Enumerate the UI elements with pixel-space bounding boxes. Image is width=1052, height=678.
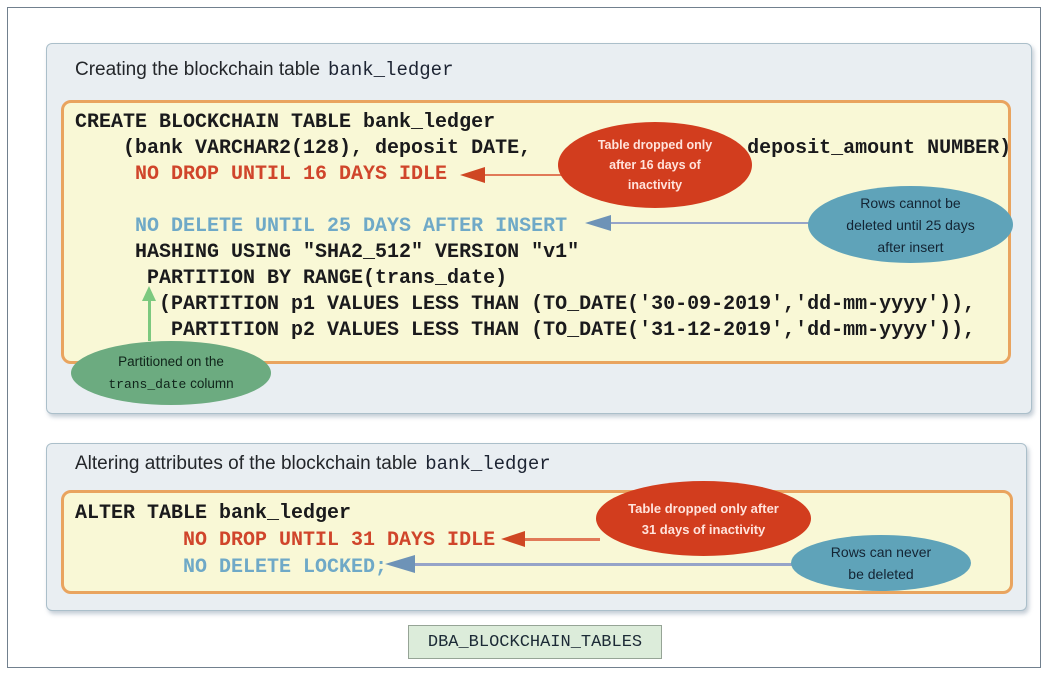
red-arrow-line xyxy=(482,174,562,177)
red-arrow-left-icon xyxy=(501,531,525,547)
callout-text: after insert xyxy=(877,236,943,258)
blue-arrow-left-icon xyxy=(585,215,611,231)
alter-title-text: Altering attributes of the blockchain ta… xyxy=(75,453,417,474)
code-line-no-drop: NO DROP UNTIL 31 DAYS IDLE xyxy=(75,527,495,554)
red-arrow-line xyxy=(522,538,600,541)
code-line: PARTITION BY RANGE(trans_date) xyxy=(75,266,1011,292)
callout-text: trans_date column xyxy=(108,373,233,396)
callout-text: be deleted xyxy=(848,563,913,585)
create-title-table-name: bank_ledger xyxy=(328,59,453,81)
callout-text: Rows cannot be xyxy=(860,192,960,214)
callout-text: column xyxy=(186,376,233,391)
callout-rows-never-deleted: Rows can never be deleted xyxy=(791,535,971,591)
create-panel-title: Creating the blockchain table bank_ledger xyxy=(75,59,453,81)
create-title-text: Creating the blockchain table xyxy=(75,59,320,80)
callout-no-delete-25-days: Rows cannot be deleted until 25 days aft… xyxy=(808,186,1013,263)
callout-partitioned-trans-date: Partitioned on the trans_date column xyxy=(71,341,271,405)
alter-panel-title: Altering attributes of the blockchain ta… xyxy=(75,453,551,475)
callout-no-drop-16-days: Table dropped only after 16 days of inac… xyxy=(558,122,752,208)
dba-blockchain-tables-view-box: DBA_BLOCKCHAIN_TABLES xyxy=(408,625,662,659)
blue-arrow-left-icon xyxy=(385,555,415,573)
callout-text: Table dropped only after xyxy=(628,498,779,519)
code-line: (bank VARCHAR2(128), deposit DATE, depos… xyxy=(75,136,1011,162)
view-name-text: DBA_BLOCKCHAIN_TABLES xyxy=(428,633,642,652)
green-arrow-line xyxy=(148,299,151,341)
alter-sql-code: ALTER TABLE bank_ledger NO DROP UNTIL 31… xyxy=(75,500,495,581)
code-line: PARTITION p2 VALUES LESS THAN (TO_DATE('… xyxy=(75,318,1011,344)
callout-text: 31 days of inactivity xyxy=(642,519,766,540)
callout-code-text: trans_date xyxy=(108,377,186,392)
alter-title-table-name: bank_ledger xyxy=(425,453,550,475)
green-arrow-up-icon xyxy=(142,286,156,301)
blue-arrow-line xyxy=(608,222,813,224)
callout-text: Partitioned on the xyxy=(118,351,224,373)
code-line-no-delete: NO DELETE LOCKED; xyxy=(75,554,495,581)
code-line: (PARTITION p1 VALUES LESS THAN (TO_DATE(… xyxy=(75,292,1011,318)
callout-text: Table dropped only xyxy=(598,135,712,155)
diagram-frame: Creating the blockchain table bank_ledger… xyxy=(7,7,1041,668)
callout-no-drop-31-days: Table dropped only after 31 days of inac… xyxy=(596,481,811,556)
code-line: CREATE BLOCKCHAIN TABLE bank_ledger xyxy=(75,110,1011,136)
blue-arrow-line xyxy=(412,563,794,566)
callout-text: deleted until 25 days xyxy=(846,214,974,236)
red-arrow-left-icon xyxy=(460,167,485,183)
callout-text: after 16 days of xyxy=(609,155,701,175)
callout-text: inactivity xyxy=(628,175,682,195)
code-line: ALTER TABLE bank_ledger xyxy=(75,500,495,527)
callout-text: Rows can never xyxy=(831,541,931,563)
